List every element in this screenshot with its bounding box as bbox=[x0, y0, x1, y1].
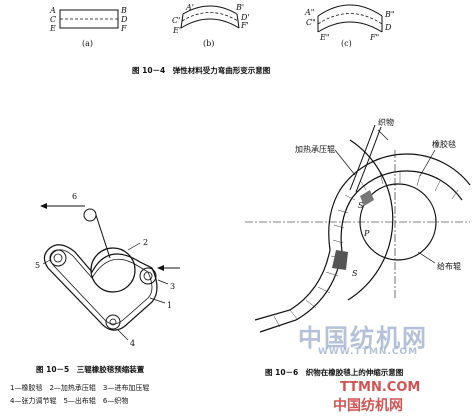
label-c-D: D bbox=[384, 23, 392, 32]
watermark-cn: 中国纺机网 bbox=[298, 324, 428, 352]
leader-2 bbox=[127, 242, 141, 251]
compressed-segment bbox=[332, 250, 348, 270]
curved-bar-c-top bbox=[317, 4, 383, 17]
fig10-5-num-5: 5 bbox=[35, 261, 40, 270]
label-a-A: A bbox=[49, 6, 56, 15]
leader-4 bbox=[117, 329, 129, 341]
inlet-pressure-roller-core bbox=[143, 271, 153, 281]
fig10-5-num-4: 4 bbox=[130, 339, 135, 348]
exit-roller-core bbox=[53, 253, 63, 263]
watermark-red-en: TTMN.COM bbox=[340, 380, 421, 395]
label-a-B: B bbox=[120, 6, 127, 15]
label-c-B: B" bbox=[384, 10, 395, 19]
label-b-D: D' bbox=[240, 13, 250, 22]
fig10-5-caption: 图 10－5 三辊橡胶毯预缩装置 bbox=[36, 365, 145, 374]
fig10-5-num-3: 3 bbox=[170, 282, 175, 291]
label-S-lower: S bbox=[352, 269, 358, 278]
fig10-4-caption: 图 10－4 弹性材料受力弯曲形变示意图 bbox=[132, 66, 271, 75]
fig10-5-num-2: 2 bbox=[143, 238, 148, 247]
label-b-A: A' bbox=[185, 3, 194, 12]
subfig-c-label: (c) bbox=[341, 39, 352, 48]
label-a-E: E bbox=[49, 24, 56, 33]
label-c-A: A" bbox=[304, 8, 314, 17]
leader-feed-roller bbox=[417, 251, 436, 264]
label-b-F: F' bbox=[240, 21, 249, 30]
leader-heated-roller bbox=[334, 149, 356, 176]
label-heated-roller: 加热承压辊 bbox=[295, 144, 335, 154]
label-a-D: D bbox=[120, 15, 128, 24]
heated-pressure-roller bbox=[90, 247, 136, 293]
curved-bar-b-neutral bbox=[181, 12, 239, 22]
label-b-C: C' bbox=[172, 16, 180, 25]
rubber-blanket-inner-edge bbox=[259, 170, 463, 333]
fig10-5-legend-line-2: 4—张力调节辊 5—出布辊 6—织物 bbox=[10, 397, 129, 405]
fig10-5-num-6: 6 bbox=[72, 192, 77, 201]
leader-fabric bbox=[377, 129, 389, 141]
inlet-pressure-roller bbox=[139, 267, 157, 285]
curved-bar-c-bottom bbox=[317, 21, 383, 33]
curved-bar-b-top bbox=[182, 5, 238, 15]
label-P: P bbox=[363, 229, 370, 238]
label-a-F: F bbox=[120, 24, 127, 33]
fabric-strip-left bbox=[349, 124, 376, 191]
label-c-F: F" bbox=[369, 33, 379, 42]
label-c-E: E" bbox=[319, 33, 330, 42]
rubber-blanket-inner bbox=[50, 249, 153, 325]
tension-roller-core bbox=[109, 318, 117, 326]
rubber-blanket-outer-edge bbox=[254, 153, 471, 321]
leader-rubber-blanket bbox=[419, 149, 436, 177]
curved-bar-b-bottom bbox=[180, 18, 240, 29]
fig10-6-caption: 图 10－6 织物在橡胶毯上的伸缩示意图 bbox=[265, 368, 404, 377]
leader-1 bbox=[149, 297, 166, 304]
label-fabric: 织物 bbox=[378, 117, 394, 127]
label-b-B: B' bbox=[235, 3, 244, 12]
feed-roller bbox=[359, 183, 437, 261]
fabric-to-roller bbox=[95, 214, 111, 259]
curved-bar-c-neutral bbox=[317, 13, 383, 25]
fig10-5-legend-line-1: 1—橡胶毯 2—加热承压辊 3—进布加压辊 bbox=[10, 384, 150, 392]
curved-bar-b-right-edge bbox=[236, 13, 240, 29]
rubber-blanket-hatching bbox=[273, 172, 459, 328]
subfig-b-label: (b) bbox=[203, 39, 214, 48]
leader-5 bbox=[42, 259, 51, 265]
leader-3 bbox=[157, 279, 169, 285]
fabric-strip-right bbox=[355, 126, 382, 193]
label-S-upper: S bbox=[358, 201, 364, 210]
curved-bar-b-left-edge bbox=[180, 13, 184, 29]
label-feed-roller: 给布辊 bbox=[437, 261, 461, 271]
fabric-out-arrow bbox=[40, 203, 47, 209]
label-c-C: C" bbox=[306, 18, 316, 27]
subfig-a-label: (a) bbox=[82, 39, 93, 48]
tension-roller bbox=[105, 314, 121, 330]
label-a-C: C bbox=[50, 15, 56, 24]
exit-roller bbox=[49, 249, 67, 267]
watermark-url: WWW.TTMN.COM bbox=[318, 347, 419, 357]
label-rubber-blanket: 橡胶毯 bbox=[432, 139, 456, 149]
label-b-E: E' bbox=[172, 26, 181, 35]
entry-segment bbox=[360, 190, 374, 206]
watermark-red-cn: 中国纺机网 bbox=[333, 398, 403, 414]
fig10-5-num-1: 1 bbox=[167, 301, 172, 310]
rubber-blanket-outer bbox=[43, 244, 158, 331]
fabric-in-arrow bbox=[157, 265, 164, 271]
